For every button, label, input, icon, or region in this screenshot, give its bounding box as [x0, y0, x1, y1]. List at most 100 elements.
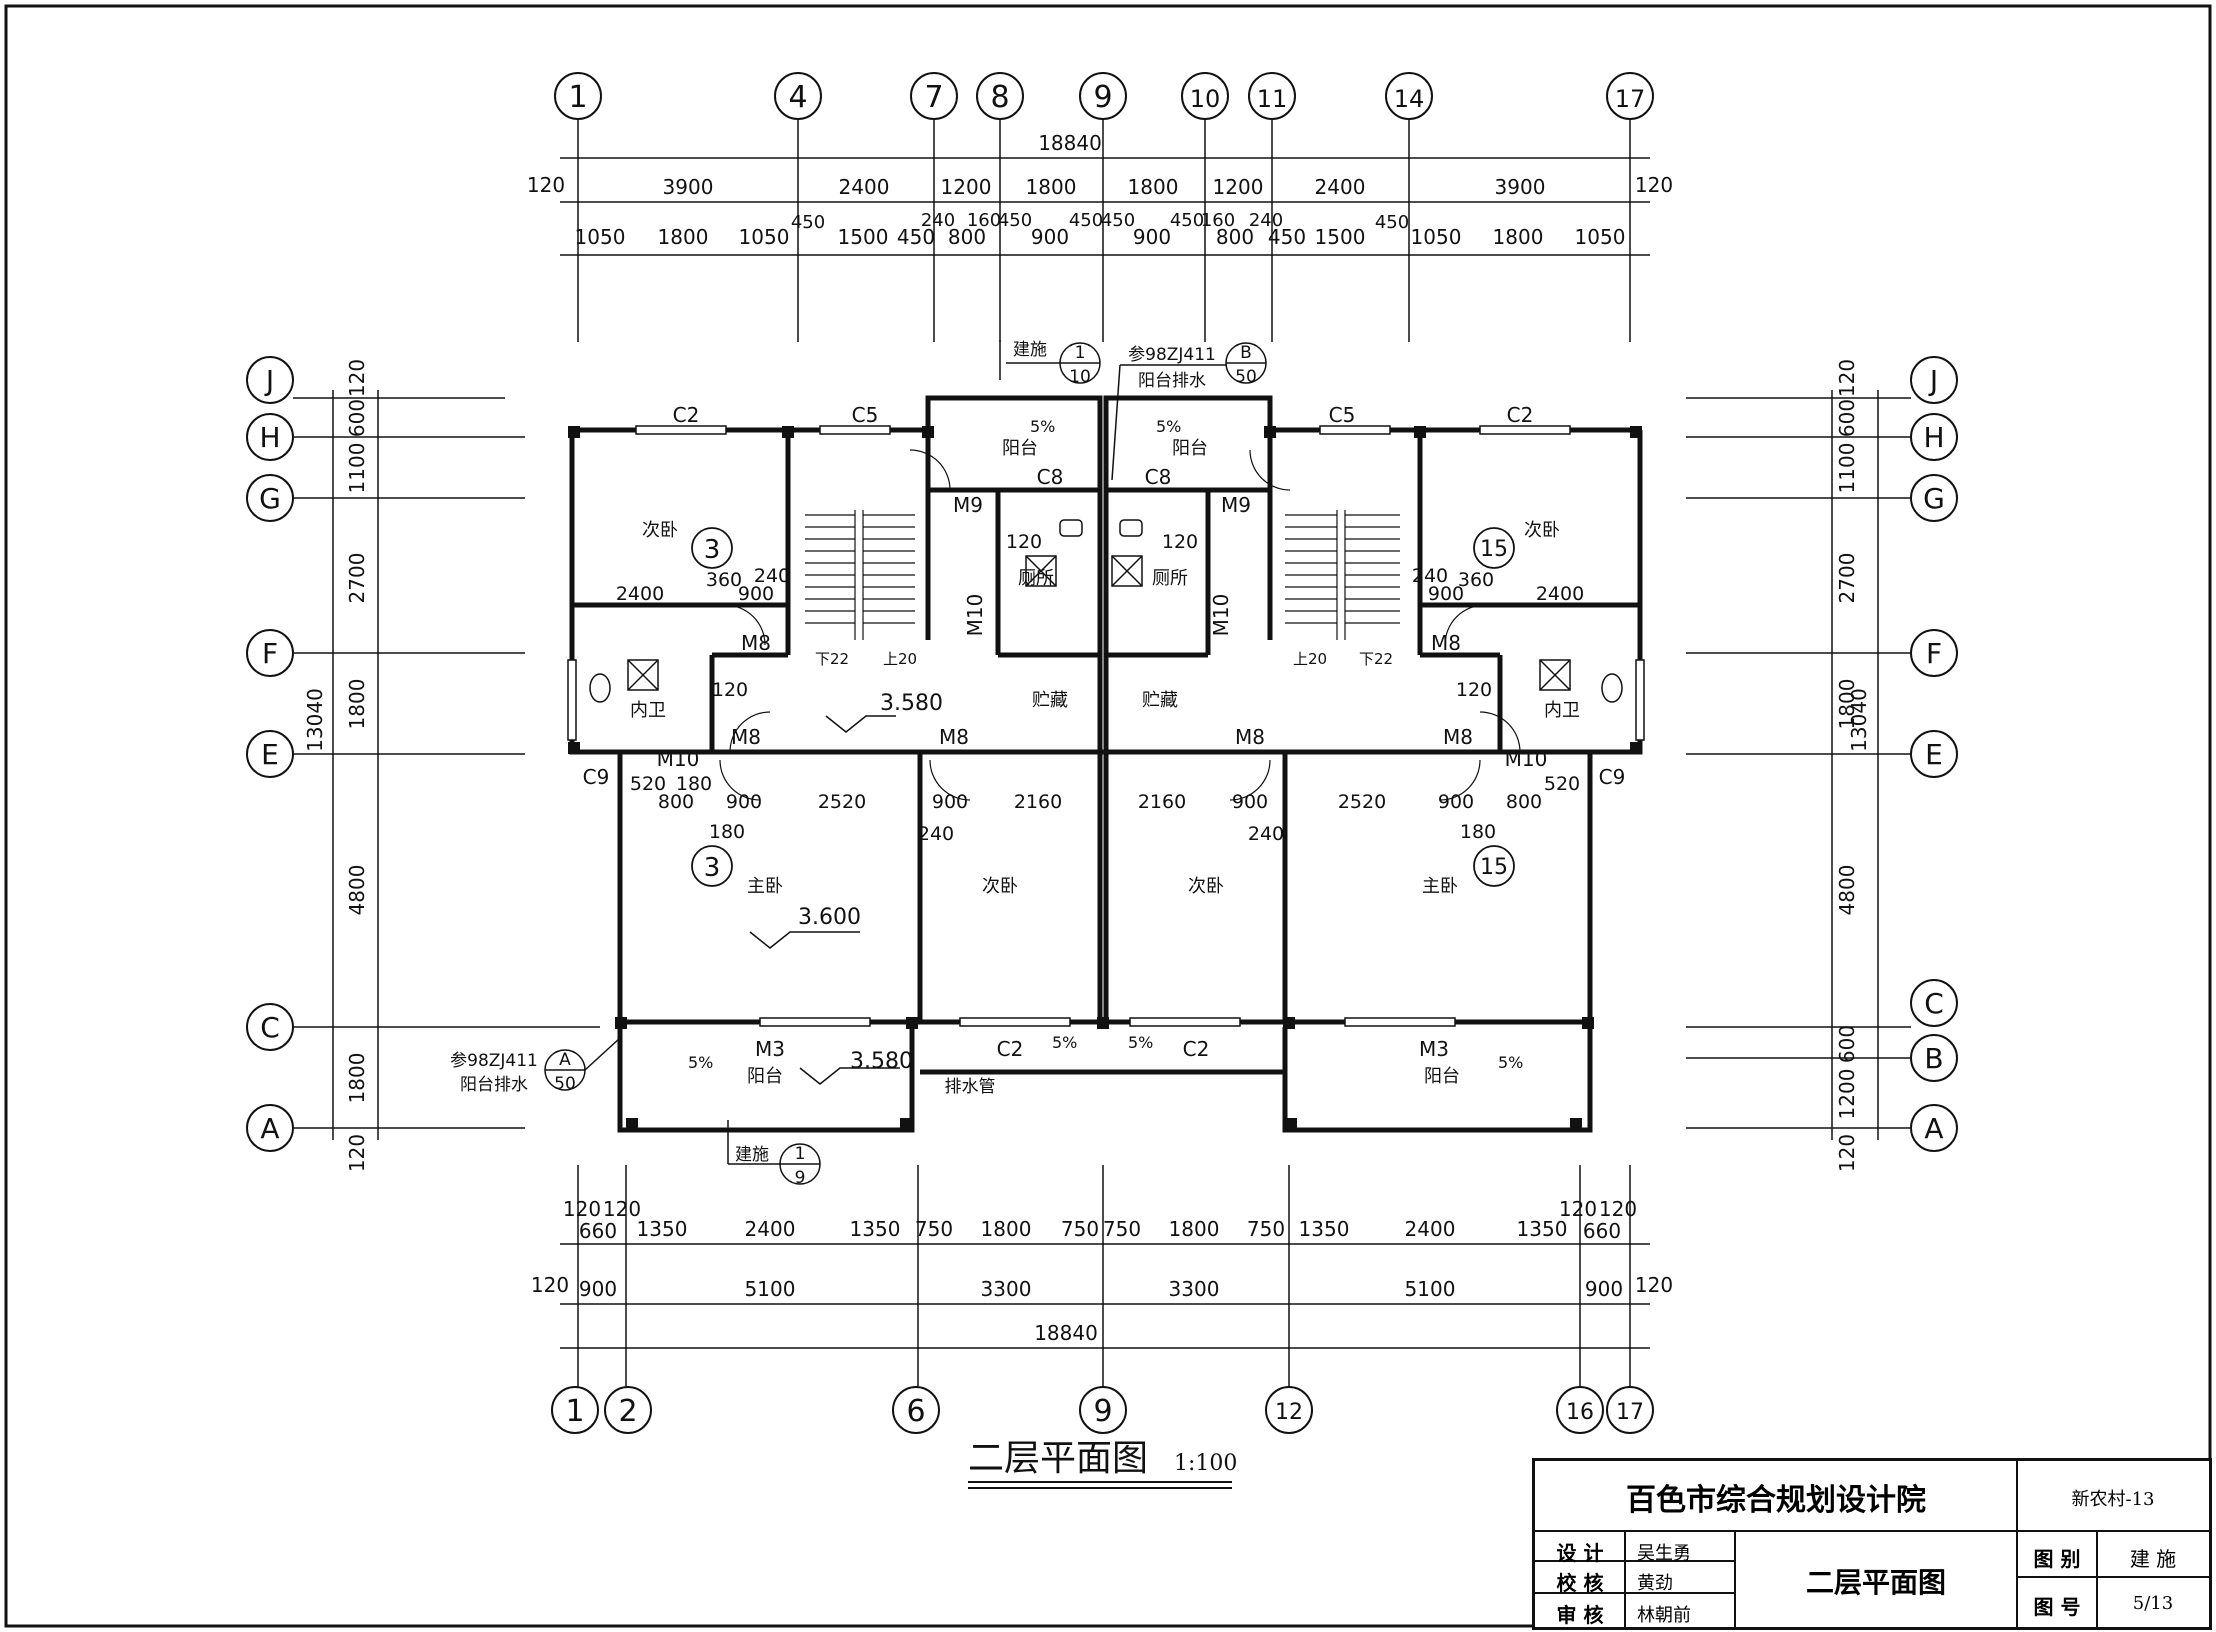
- sheet-title: 二层平面图: [1805, 1566, 1946, 1599]
- inner-dim: 900: [1232, 791, 1268, 813]
- bottom-dim: 120: [603, 1197, 641, 1221]
- project-code: 新农村-13: [2071, 1489, 2155, 1510]
- room-toilet: 厕所: [1152, 568, 1188, 589]
- top-axis-4: 4: [788, 80, 807, 115]
- drain-pipe-label: 排水管: [945, 1077, 996, 1097]
- number-label: 图 号: [2033, 1595, 2081, 1619]
- top-small-dim: 160: [967, 210, 1001, 231]
- left-axis-G: G: [259, 482, 281, 515]
- bottom-dim: 1800: [981, 1217, 1032, 1241]
- right-axis-E: E: [1925, 738, 1943, 771]
- left-dim: 13040: [303, 688, 327, 752]
- right-dim: 600: [1835, 399, 1859, 437]
- bottom-dim: 750: [1247, 1217, 1285, 1241]
- inner-dim: 120: [1456, 679, 1492, 701]
- top-small-dim: 240: [921, 210, 955, 231]
- bottom-dim: 1350: [850, 1217, 901, 1241]
- right-dim: 4800: [1835, 865, 1859, 916]
- top-dim-3: 1800: [1493, 225, 1544, 249]
- room-ensuite: 内卫: [630, 700, 666, 721]
- check-label: 校 核: [1556, 1571, 1604, 1595]
- top-dim: 2400: [839, 175, 890, 199]
- inner-dim: 240: [918, 823, 954, 845]
- window-tag: C8: [1037, 465, 1064, 489]
- door-tag: M8: [1431, 631, 1461, 655]
- bottom-dimension-lines: [560, 1165, 1650, 1387]
- section-circles: [691, 527, 1515, 887]
- detail-ref-num: 9: [795, 1168, 806, 1188]
- inner-dim: 900: [1428, 583, 1464, 605]
- top-dim: 1800: [1128, 175, 1179, 199]
- right-dim: 1800: [1835, 679, 1859, 730]
- review-label: 审 核: [1556, 1603, 1604, 1627]
- inner-dim: 2400: [1536, 583, 1584, 605]
- inner-dim: 2520: [818, 791, 866, 813]
- bottom-dim: 120: [1559, 1197, 1597, 1221]
- inner-dim: 180: [676, 773, 712, 795]
- bottom-axis-6: 6: [906, 1394, 925, 1429]
- inner-dim: 120: [712, 679, 748, 701]
- stair-down: 下22: [815, 650, 849, 668]
- room-secondary-bedroom: 次卧: [1188, 876, 1224, 897]
- level-corridor: 3.580: [880, 691, 943, 716]
- room-storage: 贮藏: [1142, 690, 1178, 711]
- top-small-dim: 450: [1375, 212, 1409, 233]
- bottom-dim: 1350: [1517, 1217, 1568, 1241]
- inner-dim: 240: [1412, 565, 1448, 587]
- door-tag: M9: [953, 493, 983, 517]
- inner-dim: 180: [709, 821, 745, 843]
- door-tag: M8: [741, 631, 771, 655]
- inner-dim: 360: [706, 569, 742, 591]
- slope-label: 5%: [1052, 1033, 1077, 1052]
- top-dim: 3900: [1495, 175, 1546, 199]
- detail-ref-label: 建施: [1013, 340, 1047, 360]
- top-edge-right: 120: [1635, 173, 1673, 197]
- left-axis-A: A: [260, 1112, 279, 1145]
- door-tag: M9: [1221, 493, 1251, 517]
- bottom-axis-16: 16: [1566, 1400, 1594, 1425]
- detail-ref-num: 50: [1235, 367, 1257, 387]
- top-axis-lines: [560, 119, 1650, 342]
- top-small-dim: 450: [1101, 210, 1135, 231]
- inner-dim: 240: [754, 565, 790, 587]
- bottom-dim-2: 3300: [981, 1277, 1032, 1301]
- left-axis-E: E: [261, 738, 279, 771]
- detail-ref-label: 参98ZJ411: [450, 1051, 538, 1071]
- inner-dim: 800: [1506, 791, 1542, 813]
- level-balcony: 3.580: [850, 1049, 913, 1074]
- room-balcony: 阳台: [1002, 438, 1038, 459]
- inner-dim: 900: [1438, 791, 1474, 813]
- bottom-axis-17: 17: [1616, 1400, 1644, 1425]
- category-label: 图 别: [2033, 1547, 2081, 1571]
- detail-ref-num: 1: [795, 1144, 806, 1164]
- design-label: 设 计: [1556, 1541, 1604, 1565]
- top-dim-3: 1500: [838, 225, 889, 249]
- right-axis-B: B: [1924, 1042, 1943, 1075]
- room-secondary-bedroom: 次卧: [1524, 520, 1560, 541]
- detail-ref-label: 建施: [735, 1145, 769, 1165]
- room-storage: 贮藏: [1032, 690, 1068, 711]
- bottom-dim: 120: [563, 1197, 601, 1221]
- top-dim: 1800: [1026, 175, 1077, 199]
- review-name: 林朝前: [1637, 1605, 1691, 1626]
- inner-dim: 120: [1006, 531, 1042, 553]
- top-dim-3: 1500: [1315, 225, 1366, 249]
- door-swings: [719, 449, 1521, 801]
- drawing-scale: 1:100: [1174, 1451, 1237, 1476]
- top-dim-3: 900: [1031, 225, 1069, 249]
- sheet-border: [4, 4, 2212, 1628]
- top-total-dim: 18840: [1038, 131, 1102, 155]
- right-axis-A: A: [1924, 1112, 1943, 1145]
- window-tag: C9: [1599, 765, 1626, 789]
- right-dim: 120: [1835, 1134, 1859, 1172]
- top-dim-3: 1050: [739, 225, 790, 249]
- top-edge-left: 120: [527, 173, 565, 197]
- left-axis-H: H: [259, 421, 280, 454]
- right-dim: 120: [1835, 359, 1859, 397]
- bottom-axis-bubbles: [551, 1386, 1654, 1434]
- bottom-dim: 750: [1061, 1217, 1099, 1241]
- bottom-dim: 1350: [637, 1217, 688, 1241]
- slope-label: 5%: [1498, 1053, 1523, 1072]
- bottom-dim-2: 5100: [745, 1277, 796, 1301]
